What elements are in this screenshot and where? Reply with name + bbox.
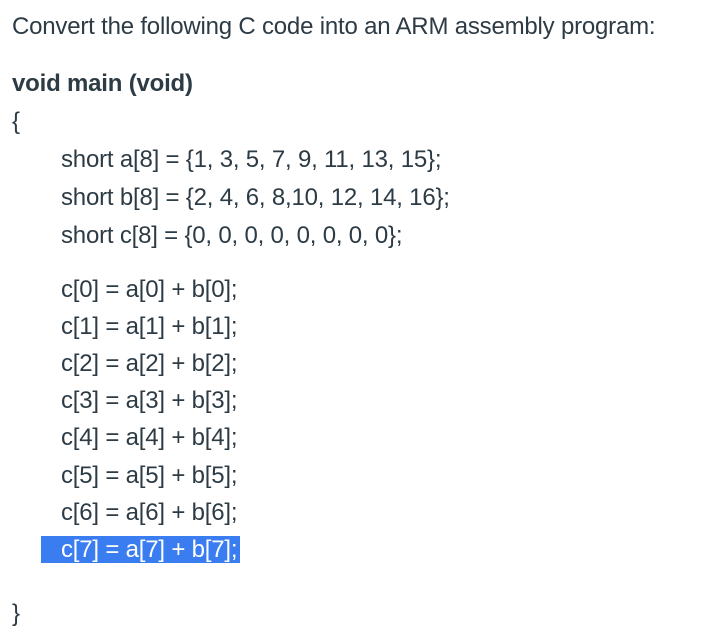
function-signature: void main (void)	[12, 70, 193, 97]
statement-line: c[3] = a[3] + b[3];	[61, 387, 238, 414]
statement-line: c[2] = a[2] + b[2];	[61, 350, 238, 377]
statement-line: c[5] = a[5] + b[5];	[61, 462, 238, 489]
statement-line-selected[interactable]: c[7] = a[7] + b[7];	[41, 534, 241, 566]
question-prompt: Convert the following C code into an ARM…	[12, 13, 656, 40]
text-selection[interactable]: c[7] = a[7] + b[7];	[41, 536, 241, 563]
statement-line: c[4] = a[4] + b[4];	[61, 424, 238, 451]
close-brace: }	[12, 600, 20, 627]
statement-line: c[6] = a[6] + b[6];	[61, 499, 238, 526]
open-brace: {	[12, 108, 20, 135]
declaration-c: short c[8] = {0, 0, 0, 0, 0, 0, 0, 0};	[61, 222, 403, 249]
statement-line: c[0] = a[0] + b[0];	[61, 276, 238, 303]
declaration-b: short b[8] = {2, 4, 6, 8,10, 12, 14, 16}…	[61, 184, 450, 211]
declaration-a: short a[8] = {1, 3, 5, 7, 9, 11, 13, 15}…	[61, 146, 442, 173]
statement-line: c[1] = a[1] + b[1];	[61, 313, 238, 340]
